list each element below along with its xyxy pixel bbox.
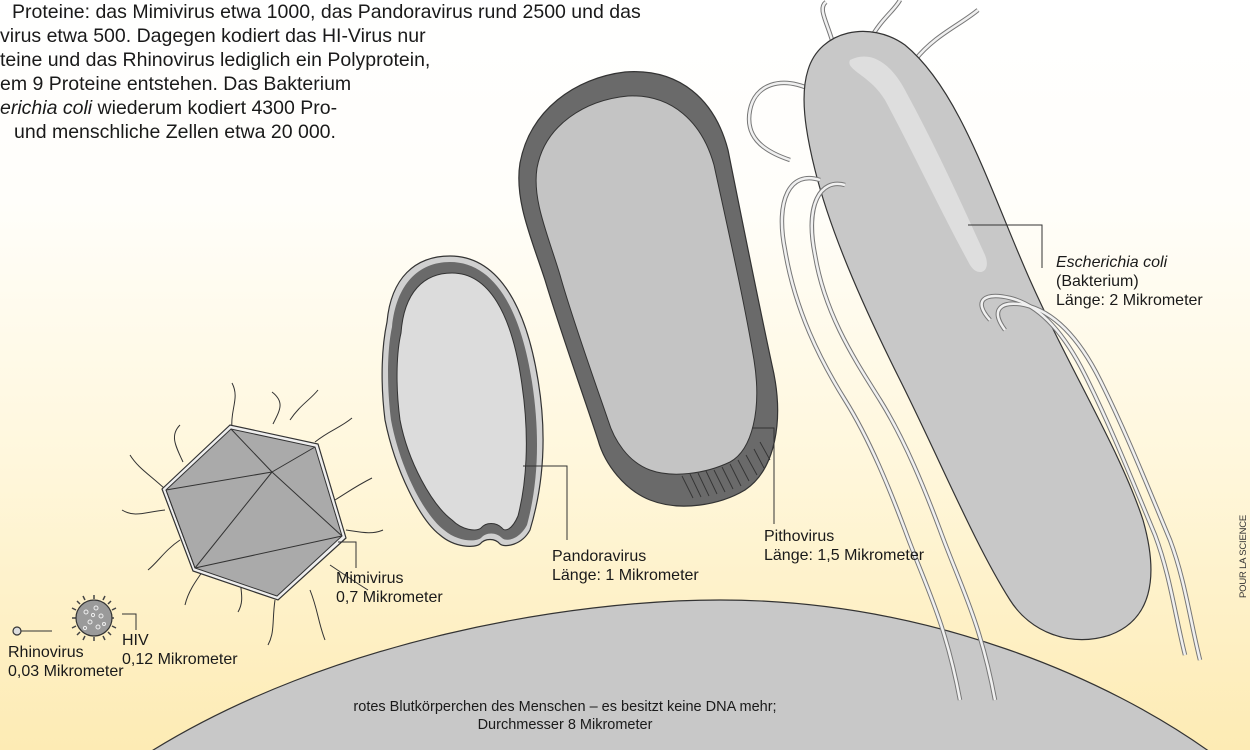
rhinovirus-label: Rhinovirus 0,03 Mikrometer [8, 643, 124, 681]
intro-line-3: teine und das Rhinovirus lediglich ein P… [0, 48, 430, 72]
pithovirus-name: Pithovirus [764, 527, 924, 546]
ecoli-name: Escherichia coli [1056, 253, 1203, 272]
intro-line-1: Proteine: das Mimivirus etwa 1000, das P… [12, 0, 641, 24]
pandoravirus-label: Pandoravirus Länge: 1 Mikrometer [552, 547, 699, 585]
pithovirus-label: Pithovirus Länge: 1,5 Mikrometer [764, 527, 924, 565]
pithovirus-shape [519, 72, 778, 524]
intro-line-4: em 9 Proteine entstehen. Das Bakterium [0, 72, 351, 96]
ecoli-label: Escherichia coli (Bakterium) Länge: 2 Mi… [1056, 253, 1203, 310]
hiv-label: HIV 0,12 Mikrometer [122, 631, 238, 669]
intro-line-6: und menschliche Zellen etwa 20 000. [14, 120, 336, 144]
pithovirus-size: Länge: 1,5 Mikrometer [764, 546, 924, 565]
rhinovirus-size: 0,03 Mikrometer [8, 662, 124, 681]
ecoli-shape [749, 0, 1200, 700]
ecoli-type: (Bakterium) [1056, 272, 1203, 291]
mimivirus-name: Mimivirus [336, 569, 443, 588]
intro-line-2: virus etwa 500. Dagegen kodiert das HI-V… [0, 24, 426, 48]
pandoravirus-shape [382, 256, 567, 546]
hiv-size: 0,12 Mikrometer [122, 650, 238, 669]
image-credit: POUR LA SCIENCE [1238, 515, 1249, 598]
mimivirus-size: 0,7 Mikrometer [336, 588, 443, 607]
pandoravirus-name: Pandoravirus [552, 547, 699, 566]
intro-italic-species: erichia coli [0, 97, 92, 119]
red-blood-cell-caption: rotes Blutkörperchen des Menschen – es b… [300, 698, 830, 734]
rhinovirus-shape [13, 627, 52, 635]
red-blood-cell-caption-line-2: Durchmesser 8 Mikrometer [300, 716, 830, 734]
mimivirus-label: Mimivirus 0,7 Mikrometer [336, 569, 443, 607]
pandoravirus-size: Länge: 1 Mikrometer [552, 566, 699, 585]
intro-line-5-rest: wiederum kodiert 4300 Pro- [92, 97, 337, 119]
hiv-name: HIV [122, 631, 238, 650]
ecoli-size: Länge: 2 Mikrometer [1056, 291, 1203, 310]
intro-line-5: erichia coli wiederum kodiert 4300 Pro- [0, 96, 337, 120]
rhinovirus-name: Rhinovirus [8, 643, 124, 662]
red-blood-cell-caption-line-1: rotes Blutkörperchen des Menschen – es b… [300, 698, 830, 716]
